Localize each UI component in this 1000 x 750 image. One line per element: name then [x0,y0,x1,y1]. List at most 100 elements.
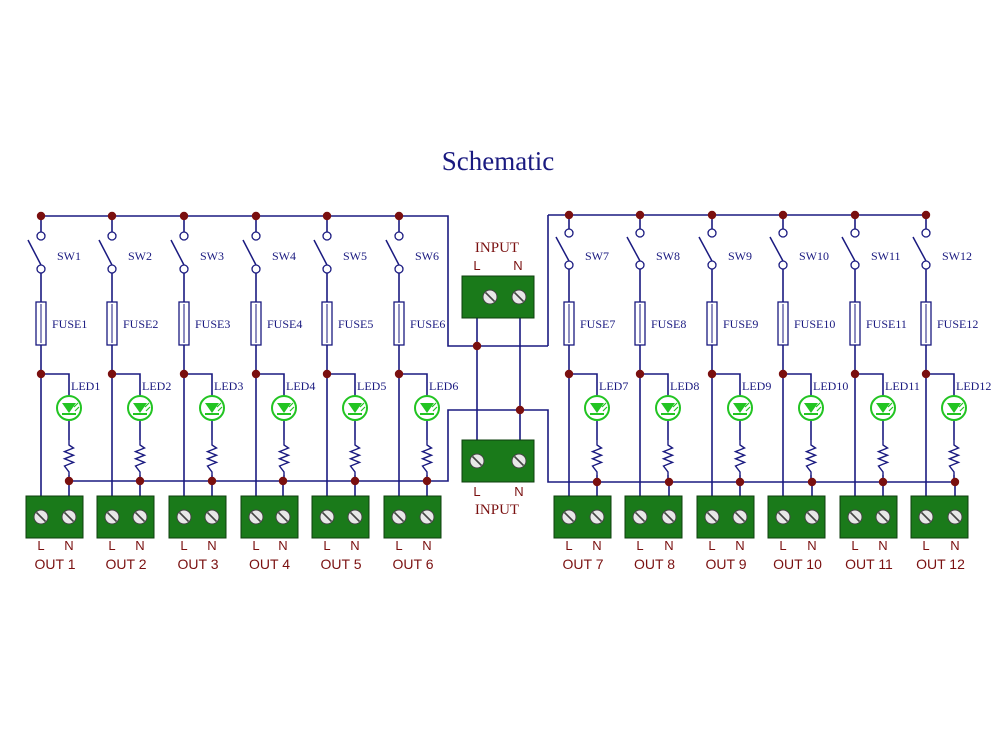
switch-label: SW5 [343,249,367,263]
junction-dot [64,476,74,486]
output-label: OUT 10 [773,556,822,572]
led-branch [783,373,812,396]
led-branch [712,373,741,396]
led-light-arrow [431,402,437,408]
switch-lever-icon [912,236,927,262]
screw-slot [178,511,190,523]
output-l-label: L [108,538,115,553]
led-label: LED6 [429,379,458,393]
switch-lever-icon [27,239,42,266]
output-l-label: L [922,538,929,553]
led-light-arrow [289,406,295,412]
output-label: OUT 12 [916,556,965,572]
output-l-label: L [37,538,44,553]
led-diode-triangle [205,403,219,413]
switch-contact-icon [322,231,332,241]
led-diode-triangle [876,403,890,413]
led-icon [271,395,297,421]
components-layer [25,228,969,539]
switch-label: SW9 [728,249,752,263]
junction-dot [350,476,360,486]
switch-lever-icon [841,236,856,262]
junction-dot [950,477,960,487]
screw-slot [277,511,289,523]
switch-label: SW8 [656,249,680,263]
switch-lever-icon [769,236,784,262]
led-diode-triangle [947,403,961,413]
junction-dot [592,477,602,487]
screw-slot [591,511,603,523]
switch-contact-icon [850,260,860,270]
led-label: LED5 [357,379,386,393]
led-icon [56,395,82,421]
switch-label: SW2 [128,249,152,263]
fuse-label: FUSE12 [937,317,978,331]
junction-dot [322,211,332,221]
output-l-label: L [323,538,330,553]
switch-label: SW7 [585,249,609,263]
screw-slot [920,511,932,523]
left-l-bus [41,215,548,347]
led-diode-triangle [133,403,147,413]
switch-contact-icon [394,231,404,241]
led-label: LED1 [71,379,100,393]
fuse-label: FUSE10 [794,317,835,331]
output-label: OUT 9 [706,556,747,572]
switch-contact-icon [707,228,717,238]
led-diode-triangle [420,403,434,413]
led-branch [855,373,884,396]
screw-slot [250,511,262,523]
output-l-label: L [779,538,786,553]
output-label: OUT 1 [35,556,76,572]
led-icon [727,395,753,421]
switch-contact-icon [251,231,261,241]
output-l-label: L [252,538,259,553]
junction-dot [278,476,288,486]
led-label: LED8 [670,379,699,393]
junction-dot [135,476,145,486]
diagram-title: Schematic [442,146,554,176]
output-l-label: L [395,538,402,553]
output-label: OUT 6 [393,556,434,572]
switch-contact-icon [921,228,931,238]
led-diode-triangle [661,403,675,413]
switch-contact-icon [921,260,931,270]
junction-dot [564,369,574,379]
switch-lever-icon [242,239,257,266]
fuse-label: FUSE5 [338,317,373,331]
fuse-label: FUSE6 [410,317,445,331]
switch-contact-icon [635,260,645,270]
resistor-icon [661,440,675,475]
led-light-arrow [360,406,366,412]
junction-dot [778,369,788,379]
led-light-arrow [744,402,750,408]
output-l-label: L [636,538,643,553]
junction-dot [707,369,717,379]
switch-lever-icon [385,239,400,266]
led-light-arrow [288,402,294,408]
led-light-arrow [887,402,893,408]
led-light-arrow [145,406,151,412]
junction-dot [921,369,931,379]
junction-dot [107,369,117,379]
led-light-arrow [673,406,679,412]
switch-contact-icon [850,228,860,238]
led-icon [127,395,153,421]
junction-dot [707,210,717,220]
led-diode-triangle [62,403,76,413]
switch-label: SW3 [200,249,224,263]
screw-slot [206,511,218,523]
output-n-label: N [735,538,744,553]
led-light-arrow [959,406,965,412]
screw-slot [634,511,646,523]
resistor-icon [590,440,604,475]
screw-slot [321,511,333,523]
led-icon [584,395,610,421]
junction-dot [635,369,645,379]
screw-slot [349,511,361,523]
switch-contact-icon [778,260,788,270]
resistor-icon [733,440,747,475]
switch-label: SW11 [871,249,901,263]
switch-lever-icon [626,236,641,262]
led-light-arrow [359,402,365,408]
